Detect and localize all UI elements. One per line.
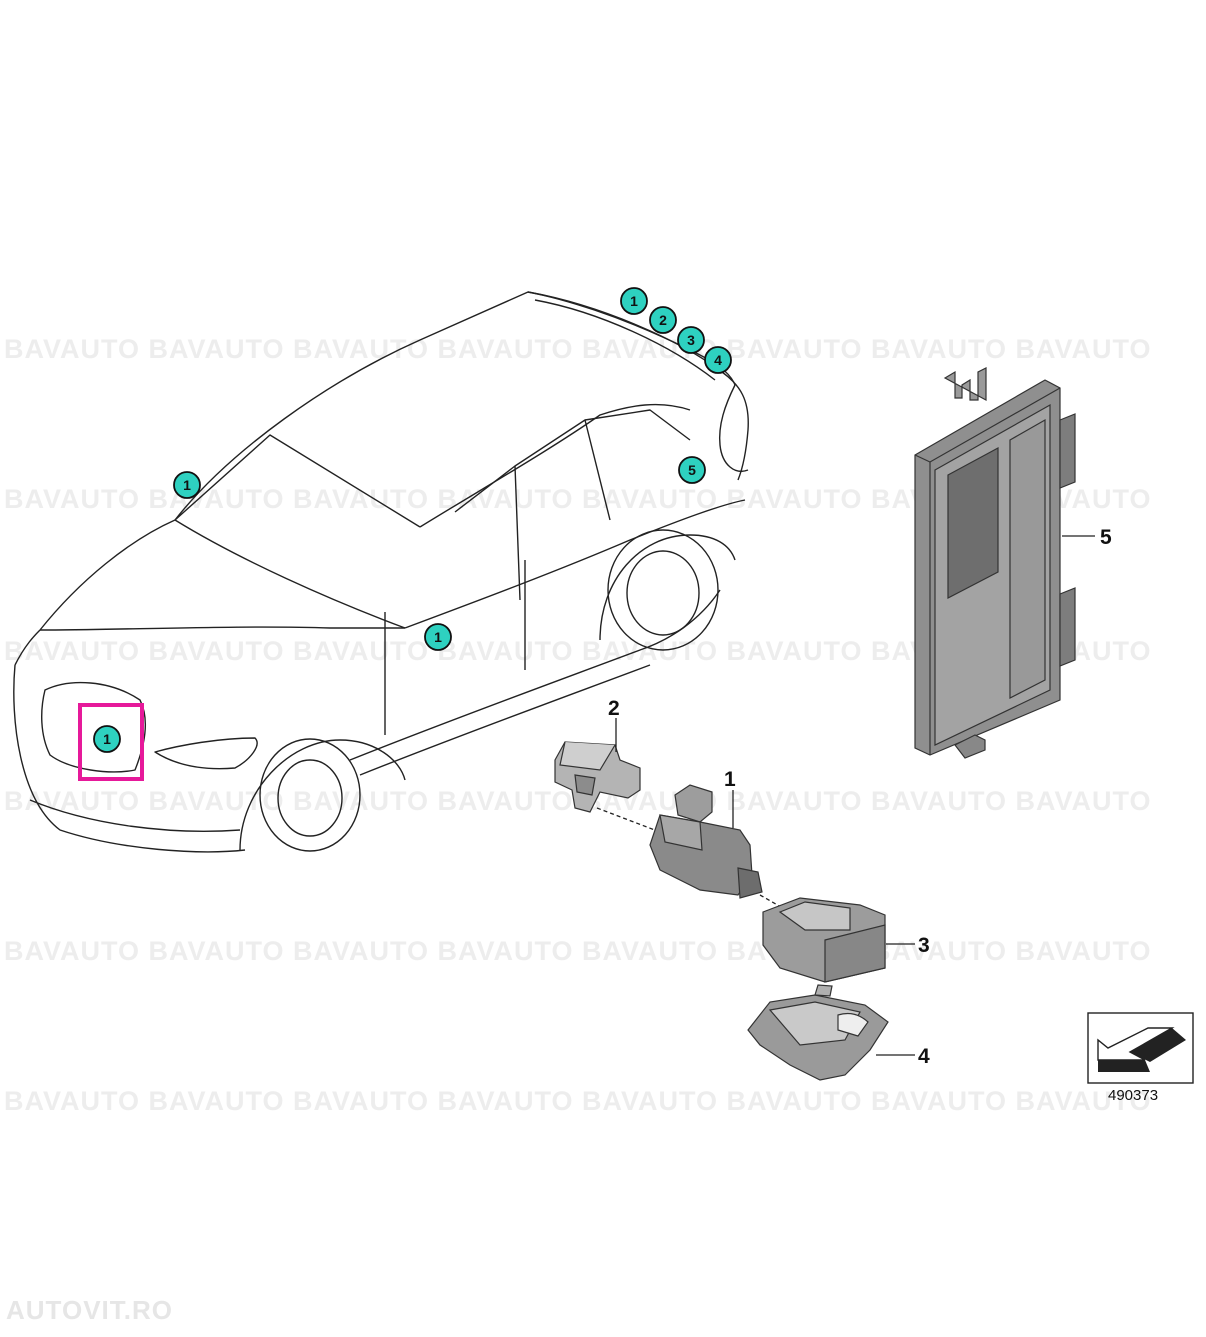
orientation-box — [1087, 1012, 1194, 1084]
highlight-box — [78, 703, 144, 781]
svg-text:BAVAUTO BAVAUTO BAVAUTO BAVAUT: BAVAUTO BAVAUTO BAVAUTO BAVAUTO BAVAUTO … — [4, 936, 1152, 966]
control-unit-part — [914, 367, 1076, 759]
badge-mirror-1: 1 — [424, 623, 452, 651]
site-logo: AUTOVIT.RO — [6, 1295, 173, 1325]
badge-front-1: 1 — [93, 725, 121, 753]
svg-text:3: 3 — [687, 332, 695, 348]
bracket-part — [554, 741, 641, 813]
svg-text:BAVAUTO BAVAUTO BAVAUTO BAVAUT: BAVAUTO BAVAUTO BAVAUTO BAVAUTO BAVAUTO … — [4, 1086, 1152, 1116]
svg-text:1: 1 — [630, 293, 638, 309]
badge-rear-2: 2 — [649, 306, 677, 334]
badge-roof-1: 1 — [173, 471, 201, 499]
svg-text:4: 4 — [714, 352, 722, 368]
badge-rear-3: 3 — [677, 326, 705, 354]
svg-text:2: 2 — [659, 312, 667, 328]
svg-text:1: 1 — [103, 731, 111, 747]
badge-rear-4: 4 — [704, 346, 732, 374]
callout-5: 5 — [1100, 526, 1112, 549]
camera-part — [649, 784, 763, 899]
svg-text:BAVAUTO BAVAUTO BAVAUTO BAVAUT: BAVAUTO BAVAUTO BAVAUTO BAVAUTO BAVAUTO … — [4, 334, 1152, 364]
svg-text:1: 1 — [434, 629, 442, 645]
callout-1: 1 — [724, 768, 736, 791]
callout-3: 3 — [918, 934, 930, 957]
callout-2: 2 — [608, 697, 620, 720]
callout-4: 4 — [918, 1045, 930, 1068]
vehicle-outline — [13, 291, 749, 853]
dash-2 — [596, 807, 661, 833]
svg-text:5: 5 — [688, 462, 696, 478]
cover-part — [747, 984, 889, 1081]
svg-text:1: 1 — [183, 477, 191, 493]
vehicle-badges: 1 2 3 4 1 5 1 1 — [93, 287, 732, 753]
figure-number: 490373 — [1108, 1087, 1159, 1104]
badge-rear-1: 1 — [620, 287, 648, 315]
holder-part — [762, 897, 886, 983]
badge-side-5: 5 — [678, 456, 706, 484]
